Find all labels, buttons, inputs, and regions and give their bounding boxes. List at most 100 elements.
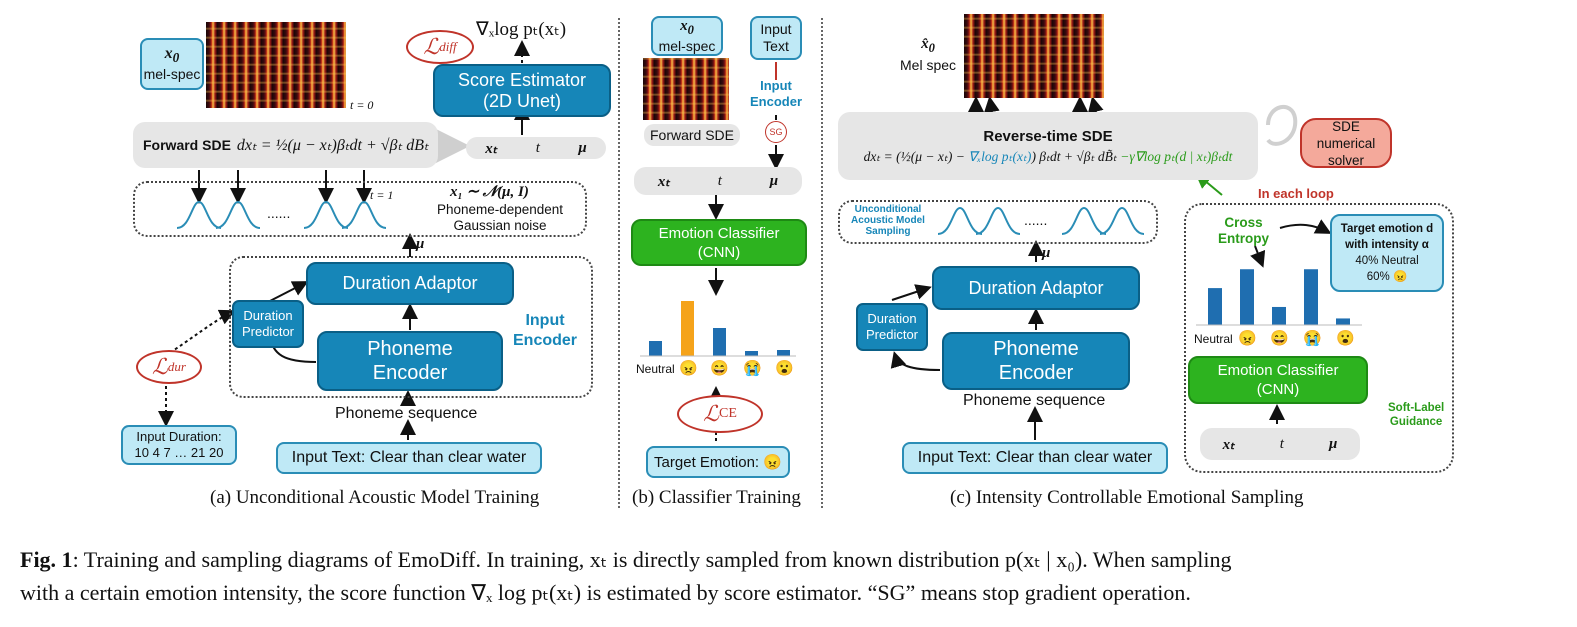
input-text-box-c: Input Text: Clear than clear water	[902, 442, 1168, 474]
gaussian-dots: ......	[267, 205, 291, 221]
input-encoder-line-2: Encoder	[513, 332, 578, 349]
panel-c-gaussians	[937, 206, 1145, 235]
forward-sde-box: Forward SDE dxₜ = ½(μ − xₜ)βₜdt + √βₜ dB…	[133, 122, 438, 168]
panel-b-bar-1	[681, 301, 694, 356]
soft-label-guidance: Soft-Label Guidance	[1388, 401, 1444, 429]
noise-equation: x₁ ∼ 𝒩(μ, I)	[450, 184, 529, 200]
phoneme-sequence-label-a: Phoneme sequence	[335, 405, 478, 422]
input-encoder-line-2-b: Encoder	[749, 94, 802, 109]
phoneme-encoder-line-1: Phoneme	[367, 338, 453, 360]
phoneme-encoder-a: Phoneme Encoder	[317, 331, 503, 391]
panel-c-bar-4	[1336, 318, 1350, 325]
target-emotion-box-b: Target Emotion: 😠	[646, 446, 790, 478]
input-text-label-a: Input Text: Clear than clear water	[291, 449, 527, 466]
target-line-1: Target emotion d	[1340, 223, 1434, 235]
input-text-label-c: Input Text: Clear than clear water	[917, 449, 1153, 466]
score-estimator-sub: (2D Unet)	[482, 90, 562, 111]
panel-a-gaussians	[176, 200, 387, 229]
panel-c-bar-0	[1208, 288, 1222, 325]
input-duration-line-2: 10 4 7 … 21 20	[134, 445, 224, 460]
eq-part-1: dxₜ = (½(μ − xₜ) −	[863, 148, 965, 164]
target-line-3: 40% Neutral	[1355, 255, 1419, 267]
in-each-loop-label: In each loop	[1258, 186, 1334, 201]
eq-part-2: ∇ₓlog pₜ(xₜ)	[968, 148, 1032, 164]
forward-sde-pill-b: Forward SDE	[644, 124, 740, 146]
neutral-label-c: Neutral	[1194, 332, 1233, 346]
stop-gradient-node: SG	[765, 121, 787, 143]
mu-label-c: μ	[1329, 435, 1338, 452]
solver-line-1: SDE numerical	[1316, 118, 1376, 151]
panel-b-bar-chart	[649, 301, 790, 356]
duration-predictor-line-2: Predictor	[241, 324, 295, 339]
uncond-line-3: Sampling	[865, 226, 911, 237]
panel-b-bar-2	[713, 328, 726, 356]
eq-part-4: −γ∇log pₜ(d | xₜ)βₜdt	[1120, 148, 1233, 164]
score-estimator-box: Score Estimator (2D Unet)	[433, 64, 611, 117]
uncond-line-1: Unconditional	[854, 204, 922, 215]
duration-predictor-line-2-c: Predictor	[865, 327, 919, 342]
noise-line-1: Phoneme-dependent	[436, 202, 564, 217]
panel-c-bar-chart	[1208, 269, 1350, 325]
emoji-happy-b: 😄	[710, 360, 729, 377]
t-label-c: t	[1279, 435, 1284, 452]
emoji-happy-c: 😄	[1270, 330, 1289, 347]
input-text-box-a: Input Text: Clear than clear water	[276, 442, 542, 474]
panel-c-bar-2	[1272, 306, 1286, 325]
x0-melspec-box: x0 mel-spec	[140, 38, 204, 90]
target-line-2: with intensity α	[1345, 239, 1429, 251]
uncond-sampling-box	[838, 200, 1158, 244]
neutral-label-b: Neutral	[636, 362, 675, 376]
x0-label-b: x	[680, 18, 688, 34]
cross-entropy-label: Cross Entropy	[1218, 215, 1269, 247]
mu-label: μ	[578, 139, 587, 156]
emoji-sad-c: 😭	[1303, 330, 1322, 347]
duration-predictor-line-1-c: Duration	[867, 311, 917, 326]
reverse-sde-label: Reverse-time SDE	[983, 127, 1113, 145]
panel-c-bar-3	[1304, 269, 1318, 325]
uncond-line-2: Acoustic Model	[851, 215, 925, 226]
separator-bc	[821, 18, 823, 508]
panel-b-arrows	[708, 115, 784, 441]
duration-adaptor-label: Duration Adaptor	[342, 273, 478, 293]
emotion-classifier-b: Emotion Classifier (CNN)	[631, 219, 807, 266]
phoneme-encoder-line-1-c: Phoneme	[993, 338, 1079, 360]
score-function-label: ∇ₓlog pₜ(xₜ)	[476, 19, 567, 40]
melspec-label-c: Mel spec	[900, 57, 957, 73]
loop-arrow	[1266, 105, 1298, 146]
input-text-line-2-b: Text	[763, 38, 789, 54]
duration-adaptor-c: Duration Adaptor	[932, 266, 1140, 310]
duration-predictor-c: Duration Predictor	[856, 303, 928, 351]
xt-label-c: xₜ	[1222, 436, 1235, 453]
input-text-box-b: Input Text	[750, 16, 802, 60]
phoneme-sequence-label-c: Phoneme sequence	[963, 392, 1106, 409]
x0-sub-b: 0	[687, 23, 694, 37]
figure-caption-line-2: with a certain emotion intensity, the sc…	[20, 580, 1191, 605]
mel-spectrogram-image-b	[643, 58, 729, 120]
emotion-classifier-c: Emotion Classifier (CNN)	[1188, 356, 1368, 404]
figure-caption-label: Fig. 1	[20, 547, 73, 572]
input-duration-line-1: Input Duration:	[136, 429, 222, 444]
mu-arrow-label-c: μ	[1042, 245, 1051, 261]
panel-c-bar-1	[1240, 269, 1254, 325]
target-line-4: 60% 😠	[1366, 271, 1408, 283]
soft-label-line-2: Guidance	[1389, 416, 1443, 428]
x0-melspec-box-b: x0 mel-spec	[651, 16, 723, 56]
panel-b-bar-4	[777, 350, 790, 356]
sg-label: SG	[769, 127, 783, 137]
duration-predictor-a: Duration Predictor	[232, 300, 304, 348]
noise-line-2: Gaussian noise	[453, 218, 547, 233]
reverse-sde-box: Reverse-time SDE dxₜ = (½(μ − xₜ) − ∇ₓlo…	[838, 112, 1258, 180]
phoneme-encoder-c: Phoneme Encoder	[942, 332, 1130, 390]
mel-spectrogram-image	[206, 22, 346, 108]
caption-b: (b) Classifier Training	[632, 487, 801, 508]
emotion-classifier-sub-b: (CNN)	[697, 243, 741, 261]
eq-part-3: ) βₜdt + √βₜ dB̃ₜ	[1031, 148, 1117, 164]
input-encoder-label-a: Input Encoder	[513, 311, 577, 351]
score-estimator-label: Score Estimator	[457, 69, 587, 90]
duration-adaptor-a: Duration Adaptor	[306, 262, 514, 305]
x0-sub: 0	[172, 50, 180, 66]
noise-description: Phoneme-dependent Gaussian noise	[430, 202, 570, 234]
cross-entropy-line-2: Entropy	[1218, 231, 1270, 246]
